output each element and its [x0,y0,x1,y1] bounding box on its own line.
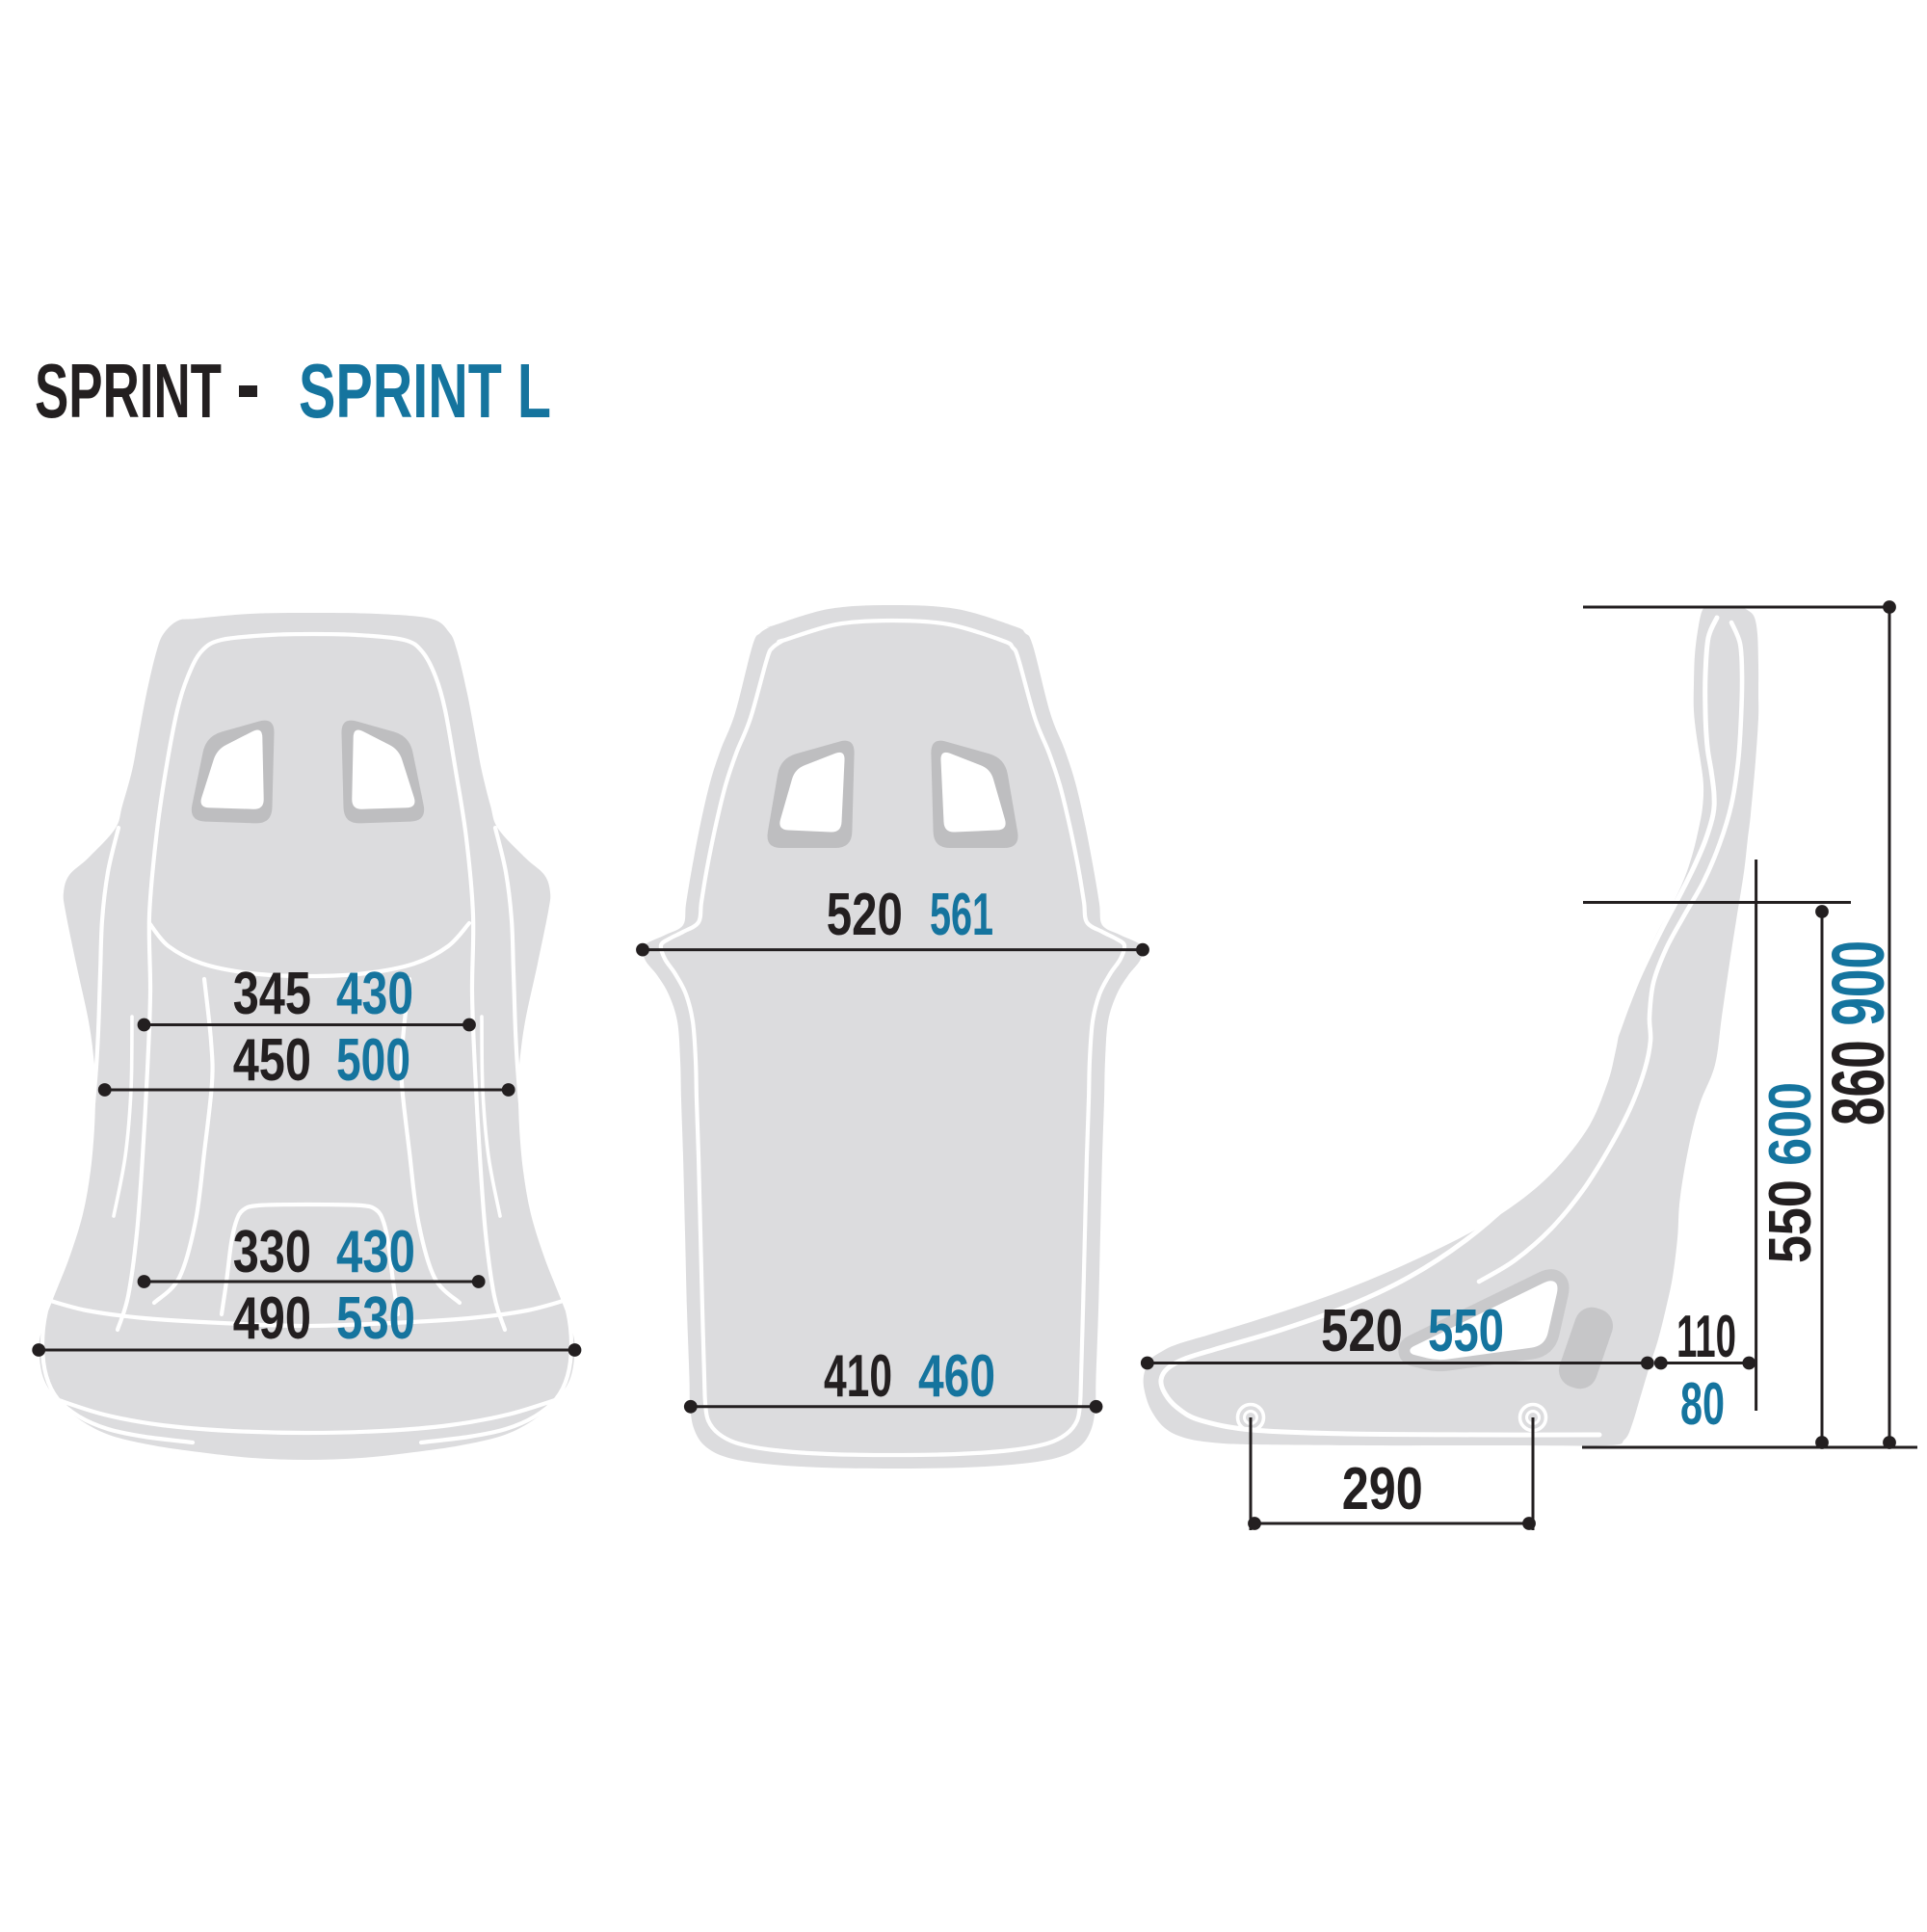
svg-text:SPRINT: SPRINT [35,348,222,434]
svg-text:530: 530 [336,1285,415,1352]
svg-text:430: 430 [336,1219,415,1285]
svg-text:860 900: 860 900 [1817,940,1900,1125]
svg-text:290: 290 [1342,1456,1423,1522]
svg-text:520: 520 [1321,1298,1403,1364]
svg-text:80: 80 [1680,1371,1725,1438]
svg-text:450: 450 [233,1027,311,1094]
svg-text:490: 490 [233,1285,311,1352]
svg-text:330: 330 [233,1219,311,1285]
svg-text:561: 561 [930,882,993,948]
svg-text:SPRINT L: SPRINT L [299,348,551,434]
svg-text:345: 345 [233,961,311,1027]
svg-text:430: 430 [336,961,413,1027]
svg-text:410: 410 [824,1343,892,1410]
svg-text:550: 550 [1428,1298,1504,1364]
svg-text:550 600: 550 600 [1757,1082,1824,1263]
svg-text:520: 520 [827,882,903,948]
svg-text:110: 110 [1676,1304,1736,1370]
svg-text:500: 500 [336,1027,410,1094]
svg-text:460: 460 [918,1343,995,1410]
